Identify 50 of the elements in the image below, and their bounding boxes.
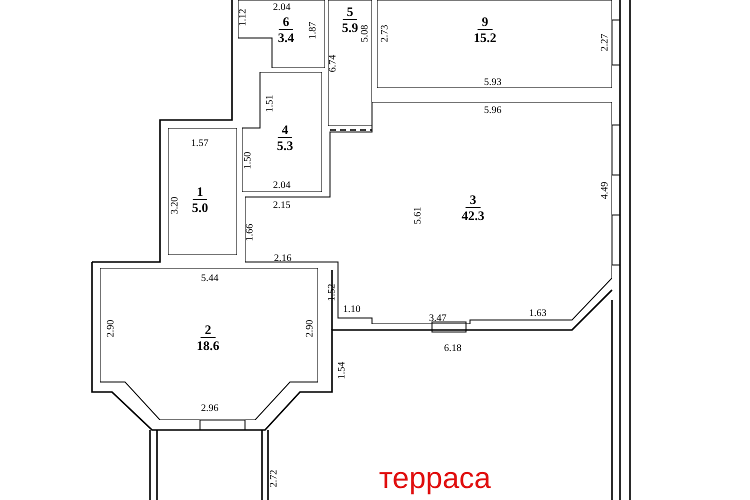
area-label: терраса	[379, 462, 491, 496]
room-number: 2	[200, 322, 216, 338]
dimension-label: 2.90	[105, 319, 116, 337]
room	[328, 0, 372, 126]
room-number: 5	[342, 4, 358, 20]
room-number: 4	[278, 122, 292, 138]
dimension-label: 2.15	[273, 200, 290, 210]
room-number: 6	[278, 14, 294, 30]
dimension-label: 1.87	[307, 21, 318, 39]
dimension-label: 2.04	[273, 180, 290, 190]
room-number: 9	[478, 14, 492, 30]
room-area: 3.4	[278, 30, 294, 45]
room	[100, 268, 318, 420]
room-area: 18.6	[196, 338, 220, 353]
room-area: 5.9	[342, 20, 358, 35]
dimension-label: 1.51	[264, 94, 276, 112]
dimension-label: 3.47	[429, 312, 446, 324]
room	[168, 128, 237, 255]
room-area: 42.3	[462, 208, 484, 223]
dimension-label: 2.90	[304, 319, 316, 337]
room-area: 15.2	[474, 30, 496, 45]
room	[238, 0, 325, 68]
dimension-label: 5.96	[484, 104, 502, 116]
dimension-label: 1.50	[242, 151, 254, 169]
dimension-label: 2.04	[273, 2, 290, 12]
dimension-label: 3.20	[169, 196, 180, 214]
dimension-label: 1.54	[336, 361, 348, 379]
dimension-label: 1.12	[237, 8, 248, 26]
dimension-label: 1.57	[191, 138, 208, 148]
dimension-label: 5.08	[359, 24, 370, 42]
dimension-label: 1.10	[343, 304, 360, 314]
dimension-label: 2.72	[268, 469, 280, 487]
dimension-label: 5.44	[201, 272, 218, 284]
dimension-label: 5.93	[484, 76, 502, 88]
dimension-label: 5.61	[412, 206, 424, 224]
dimension-label: 2.16	[274, 252, 292, 264]
room-number: 1	[192, 184, 208, 200]
dimension-label: 2.96	[201, 402, 218, 414]
room	[377, 0, 612, 88]
dimension-label: 4.49	[599, 181, 610, 199]
dimension-label: 1.63	[529, 308, 546, 318]
room	[242, 72, 322, 192]
room-area: 5.3	[276, 138, 294, 153]
dimension-label: 2.27	[599, 33, 610, 51]
dimension-label: 2.73	[379, 24, 390, 42]
dimension-label: 1.66	[244, 223, 256, 241]
dimension-label: 6.74	[327, 54, 338, 72]
room-area: 5.0	[192, 200, 208, 215]
room-number: 3	[466, 192, 480, 208]
dimension-label: 6.18	[444, 342, 462, 354]
